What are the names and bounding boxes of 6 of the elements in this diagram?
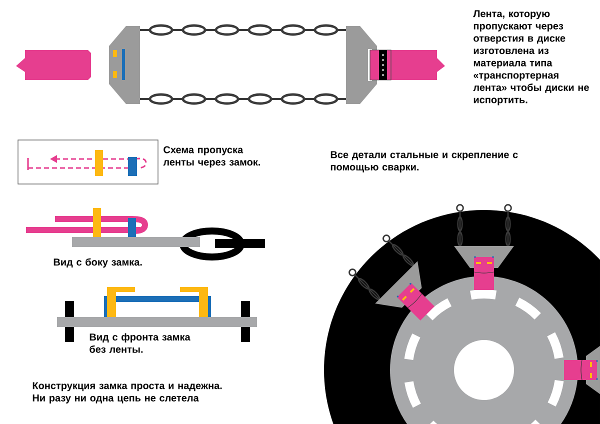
note-text: Лента, которую пропускают через отверстия в диске изготовлена из материала типа «транспортерная лента» чтобы диски не испортить. xyxy=(473,10,589,106)
caption-text: Вид с фронта замка без ленты. xyxy=(90,333,190,353)
caption-text: Схема пропуска ленты через замок. xyxy=(163,146,260,168)
note-text: Все детали стальные и скрепление с помощью сварки. xyxy=(330,151,518,172)
caption-text: Вид с боку замка. xyxy=(54,258,142,268)
note-text: Конструкция замка проста и надежна. Ни разу ни одна цепь не слетела xyxy=(32,382,222,404)
